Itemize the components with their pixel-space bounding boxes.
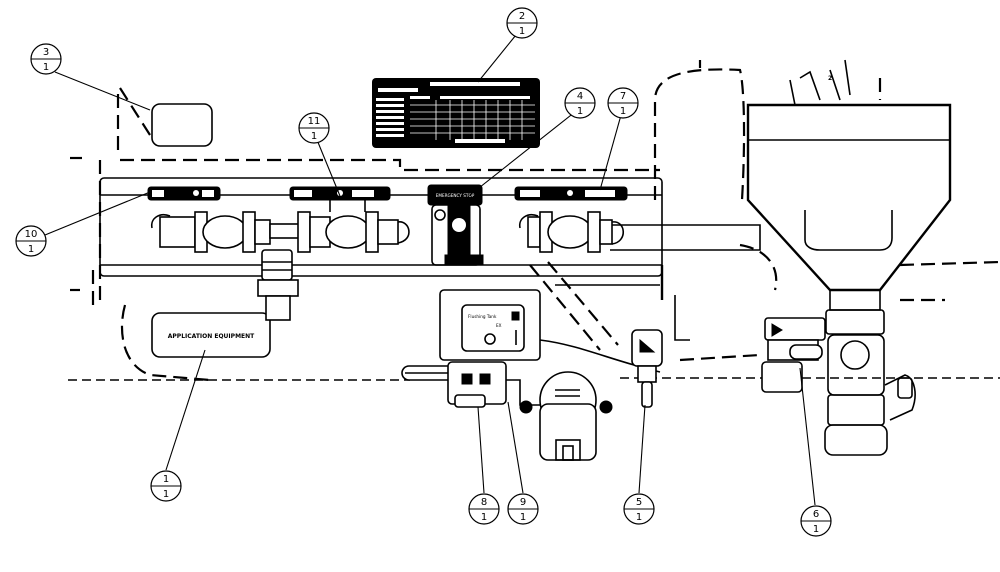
manifold-decals bbox=[147, 186, 628, 201]
balloon-quantity: 1 bbox=[620, 106, 626, 117]
balloon-number: 8 bbox=[481, 497, 487, 508]
balloon-7: 7 1 bbox=[607, 87, 639, 119]
balloon-number: 2 bbox=[519, 11, 525, 22]
diagonal-pipe bbox=[529, 261, 619, 351]
balloon-11: 11 1 bbox=[298, 112, 330, 144]
balloon-quantity: 1 bbox=[481, 512, 487, 523]
balloon-2: 2 1 bbox=[506, 7, 538, 39]
balloon-quantity: 1 bbox=[28, 244, 34, 255]
balloon-quantity: 1 bbox=[311, 131, 317, 142]
valve-left-group bbox=[150, 211, 301, 321]
hopper: 2 bbox=[746, 59, 952, 456]
balloon-quantity: 1 bbox=[813, 524, 819, 535]
leader-lines bbox=[44, 29, 816, 506]
balloon-9: 9 1 bbox=[507, 493, 539, 525]
balloon-number: 3 bbox=[43, 47, 49, 58]
balloon-1: 1 1 bbox=[150, 470, 182, 502]
balloon-quantity: 1 bbox=[519, 26, 525, 37]
balloon-number: 10 bbox=[25, 229, 38, 240]
balloon-number: 9 bbox=[520, 497, 526, 508]
nozzle-valve bbox=[631, 329, 663, 408]
balloon-quantity: 1 bbox=[577, 106, 583, 117]
balloon-number: 7 bbox=[620, 91, 626, 102]
balloon-number: 1 bbox=[163, 474, 169, 485]
balloon-number: 5 bbox=[636, 497, 642, 508]
balloon-10: 10 1 bbox=[15, 225, 47, 257]
application-equipment-text: APPLICATION EQUIPMENT bbox=[168, 333, 255, 340]
hopper-mark: 2 bbox=[828, 75, 832, 82]
hopper-valve bbox=[761, 317, 826, 393]
decal-application-equipment: APPLICATION EQUIPMENT bbox=[151, 312, 271, 358]
flushing-tank-sub: EX bbox=[496, 323, 502, 328]
balloon-quantity: 1 bbox=[520, 512, 526, 523]
emergency-stop-box: EMERGENCY STOP bbox=[427, 184, 484, 266]
balloon-quantity: 1 bbox=[636, 512, 642, 523]
emergency-stop-text: EMERGENCY STOP bbox=[436, 193, 475, 198]
balloon-quantity: 1 bbox=[43, 62, 49, 73]
balloon-number: 6 bbox=[813, 509, 819, 520]
balloon-5: 5 1 bbox=[623, 493, 655, 525]
balloon-number: 4 bbox=[577, 91, 583, 102]
valve-right-group bbox=[518, 211, 625, 253]
balloon-6: 6 1 bbox=[800, 505, 832, 537]
flushing-tank-decal: Flushing Tank EX bbox=[461, 304, 525, 352]
balloon-number: 11 bbox=[308, 116, 321, 127]
balloon-quantity: 1 bbox=[163, 489, 169, 500]
valve-middle-group bbox=[297, 200, 410, 253]
flushing-tank-text: Flushing Tank bbox=[468, 314, 497, 319]
balloon-3: 3 1 bbox=[30, 43, 62, 75]
balloon-4: 4 1 bbox=[564, 87, 596, 119]
decal-blank bbox=[151, 103, 213, 147]
decal-spec-chart bbox=[372, 78, 540, 148]
pump-assembly bbox=[447, 361, 613, 461]
balloon-8: 8 1 bbox=[468, 493, 500, 525]
